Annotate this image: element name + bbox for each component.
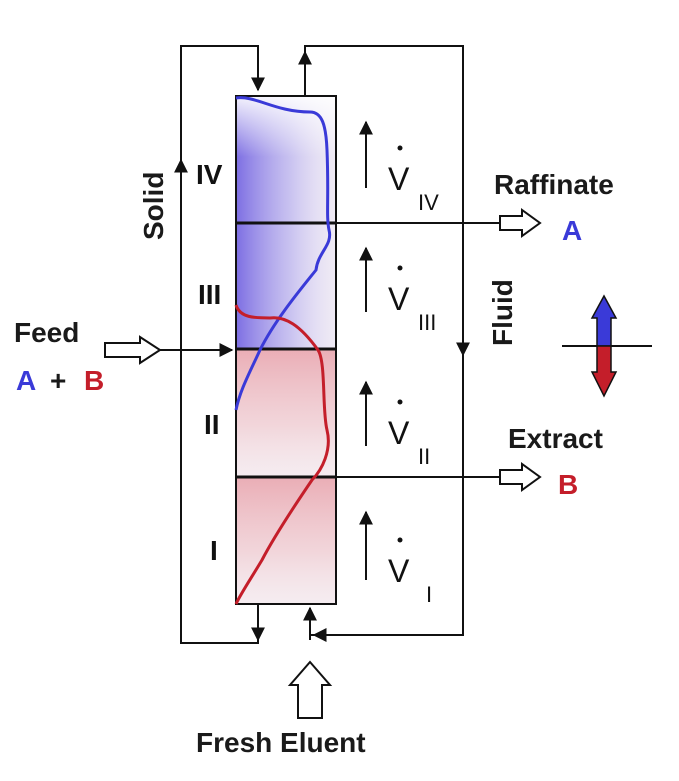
flow-dot-i xyxy=(397,537,403,543)
solid-label: Solid xyxy=(138,172,169,240)
indicator-arrow-b-down xyxy=(590,345,618,398)
flow-rate-iii-subscript: III xyxy=(418,310,436,335)
feed-component-a: A xyxy=(16,365,36,396)
extract-label: Extract xyxy=(508,423,603,454)
raffinate-label: Raffinate xyxy=(494,169,614,200)
indicator-arrow-a-up xyxy=(590,294,618,347)
fresh-eluent-arrow xyxy=(287,660,333,719)
zone-label-iii: III xyxy=(198,279,221,310)
flow-dot-iii xyxy=(397,265,403,271)
zone-label-iv: IV xyxy=(196,159,223,190)
flow-rate-i: V xyxy=(388,553,410,589)
feed-component-b: B xyxy=(84,365,104,396)
flow-dot-ii xyxy=(397,399,403,405)
flow-rate-i-subscript: I xyxy=(426,582,432,607)
flow-rate-iv: V xyxy=(388,161,410,197)
feed-label: Feed xyxy=(14,317,79,348)
feed-plus: + xyxy=(50,365,66,396)
zone-label-i: I xyxy=(210,535,218,566)
zone-ii-fill xyxy=(237,349,335,477)
profile-component-b xyxy=(234,304,330,605)
extract-component: B xyxy=(558,469,578,500)
flow-rate-iii: V xyxy=(388,281,410,317)
raffinate-outlet-arrow xyxy=(499,208,542,238)
raffinate-component: A xyxy=(562,215,582,246)
flow-rate-ii: V xyxy=(388,415,410,451)
extract-outlet-arrow xyxy=(499,462,542,492)
zone-i-fill xyxy=(237,477,335,603)
zone-iii-fill xyxy=(237,223,335,349)
fresh-eluent-label: Fresh Eluent xyxy=(196,727,366,758)
zone-label-ii: II xyxy=(204,409,220,440)
profile-component-a xyxy=(234,96,332,411)
feed-inlet-arrow xyxy=(104,335,162,365)
flow-dot-iv xyxy=(397,145,403,151)
flow-rate-ii-subscript: II xyxy=(418,444,430,469)
fluid-label: Fluid xyxy=(487,279,518,346)
flow-rate-iv-subscript: IV xyxy=(418,190,439,215)
zone-iv-fade xyxy=(237,97,335,157)
